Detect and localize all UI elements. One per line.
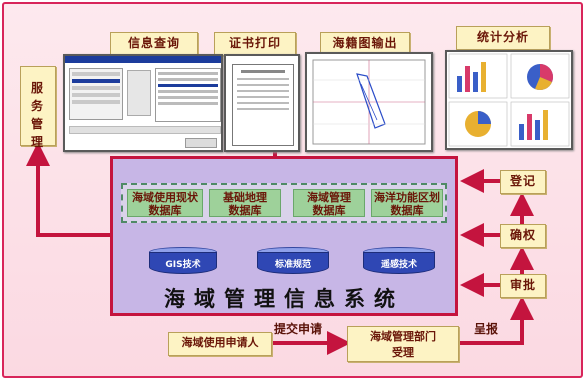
system-panel: 海域使用现状 数据库 基础地理 数据库 海域管理 数据库 海洋功能区划 数据库 … [110,156,458,316]
chart-output-screenshot [305,52,433,152]
sea-chart-drawing [312,59,426,145]
statistics-screenshot [445,50,573,150]
window-titlebar [65,56,221,63]
db-sea-use-status-line1: 海域使用现状 [132,191,198,204]
submit-application-label: 提交申请 [274,322,323,336]
db-marine-zoning-line1: 海洋功能区划 [374,191,440,204]
arrow-dept-to-approve [460,296,534,345]
arrow-to-service [26,142,110,237]
service-management-label: 服务管理 [20,66,56,149]
db-sea-management: 海域管理 数据库 [293,189,365,217]
db-sea-use-status-line2: 数据库 [148,204,182,217]
department-box: 海域管理部门 受理 [347,326,459,362]
cylinder-standards-label: 标准规范 [257,252,329,274]
cylinder-standards: 标准规范 [257,247,329,277]
db-sea-management-line1: 海域管理 [307,191,351,204]
report-label: 呈报 [474,322,499,336]
db-sea-use-status: 海域使用现状 数据库 [127,189,203,217]
step-register: 登记 [500,170,546,194]
query-buttons [127,70,151,116]
certificate-page [232,64,294,146]
db-marine-zoning: 海洋功能区划 数据库 [371,189,443,217]
database-row: 海域使用现状 数据库 基础地理 数据库 海域管理 数据库 海洋功能区划 数据库 [121,183,447,223]
query-screenshot [63,54,223,152]
db-sea-management-line2: 数据库 [312,204,346,217]
query-footer [69,126,221,134]
department-line2: 受理 [392,346,414,359]
cylinder-remote-sensing-label: 遥感技术 [363,252,435,274]
service-management-text: 服务管理 [31,81,50,149]
system-title: 海域管理信息系统 [164,286,404,311]
step-approve: 审批 [500,274,546,298]
cylinder-gis-label: GIS技术 [149,252,217,274]
cylinder-remote-sensing: 遥感技术 [363,247,435,277]
tab-statistics: 统计分析 [456,26,550,50]
statistics-charts [448,53,570,147]
db-basic-geography: 基础地理 数据库 [209,189,281,217]
certificate-screenshot [224,54,300,152]
db-basic-geography-line2: 数据库 [228,204,262,217]
applicant-box: 海域使用申请人 [168,332,272,356]
tab-info-query: 信息查询 [110,32,198,56]
db-marine-zoning-line2: 数据库 [390,204,424,217]
step-confirm-rights: 确权 [500,224,546,248]
tab-certificate-print: 证书打印 [214,32,296,56]
cylinder-gis: GIS技术 [149,247,217,277]
query-results [155,68,221,122]
db-basic-geography-line1: 基础地理 [223,191,267,204]
query-close-btn [185,138,217,148]
department-line1: 海域管理部门 [370,330,436,343]
query-list [69,68,123,120]
